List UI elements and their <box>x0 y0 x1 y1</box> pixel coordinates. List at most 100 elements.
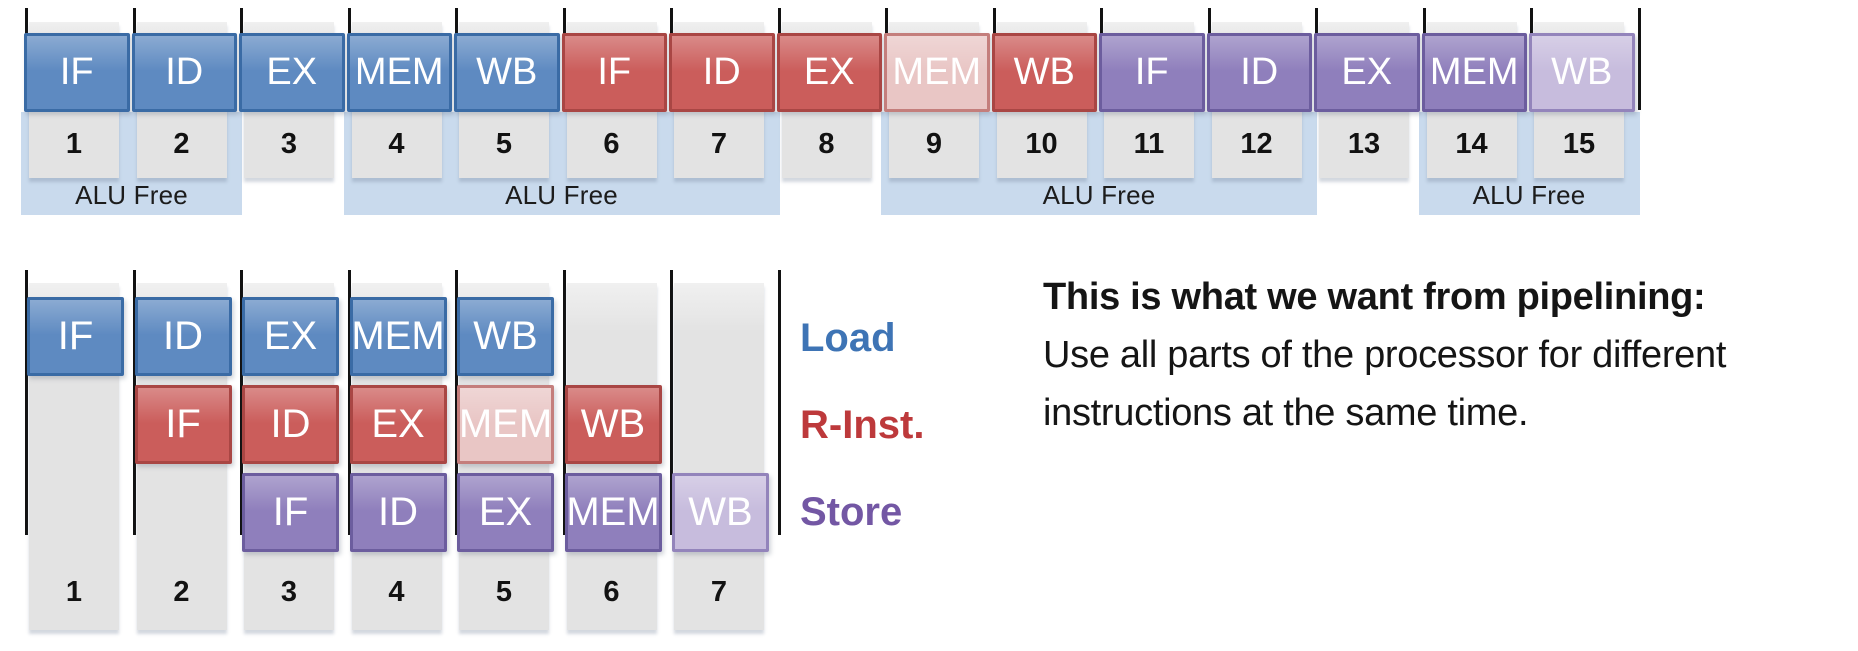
stage-box-wb: WB <box>564 385 662 464</box>
stage-box-mem: MEM <box>884 33 990 112</box>
stage-box-ex-text: EX <box>803 51 855 93</box>
stage-box-id-text: ID <box>702 51 741 93</box>
stage-box-ex-text: EX <box>1341 51 1393 93</box>
stage-box-wb: WB <box>454 33 560 112</box>
stage-box-if: IF <box>242 473 339 552</box>
stage-box-if-text: IF <box>59 51 94 93</box>
stage-box-mem: MEM <box>349 297 447 376</box>
instruction-label-store: Store <box>800 490 903 534</box>
stage-box-mem-text: MEM <box>1429 51 1519 93</box>
alu-free-label: ALU Free <box>75 179 188 210</box>
stage-box-ex: EX <box>239 33 345 112</box>
cycle-number: 15 <box>1562 127 1596 160</box>
cycle-number: 4 <box>388 575 405 608</box>
cycle-number: 7 <box>710 127 728 160</box>
cycle-number: 14 <box>1455 127 1488 160</box>
cycle-number: 12 <box>1240 127 1273 160</box>
cycle-number: 11 <box>1133 127 1165 160</box>
stage-box-if: IF <box>27 297 124 376</box>
stage-box-mem-text: MEM <box>892 51 982 93</box>
stage-box-wb: WB <box>991 33 1097 112</box>
stage-box-mem-text: MEM <box>354 51 444 93</box>
cycle-number: 2 <box>173 127 190 160</box>
stage-box-if: IF <box>134 385 232 464</box>
cycle-number: 10 <box>1025 127 1058 160</box>
cycle-boundary-line <box>670 270 673 535</box>
stage-box-if-text: IF <box>597 51 632 93</box>
stage-box-if-text: IF <box>57 314 94 358</box>
note-text-block: This is what we want from pipelining: Us… <box>1043 268 1726 442</box>
stage-box-wb-text: WB <box>1013 51 1075 93</box>
stage-box-mem: MEM <box>457 385 554 464</box>
stage-box-ex: EX <box>349 385 447 464</box>
stage-box-ex: EX <box>776 33 882 112</box>
stage-box-id-text: ID <box>165 51 204 93</box>
stage-box-wb-text: WB <box>476 51 538 93</box>
stage-box-ex-text: EX <box>266 51 318 93</box>
stage-box-mem: MEM <box>1421 33 1527 112</box>
cycle-number: 13 <box>1347 127 1381 160</box>
stage-box-if-text: IF <box>165 402 201 446</box>
cycle-number: 3 <box>280 575 298 608</box>
cycle-column <box>674 283 764 630</box>
cycle-number: 7 <box>710 575 728 608</box>
cycle-number: 5 <box>495 575 513 608</box>
stage-box-if-text: IF <box>1134 51 1169 93</box>
stage-box-id: ID <box>242 385 339 464</box>
stage-box-id-text: ID <box>163 314 203 358</box>
stage-box-wb-text: WB <box>473 314 538 358</box>
alu-free-label: ALU Free <box>1472 179 1586 210</box>
cycle-number: 6 <box>603 127 620 160</box>
alu-free-label: ALU Free <box>505 179 618 210</box>
stage-box-ex: EX <box>242 297 339 376</box>
cycle-number: 1 <box>65 575 83 608</box>
cycle-boundary-line <box>777 270 781 535</box>
note-body-line-2: instructions at the same time. <box>1043 392 1529 434</box>
instruction-label-rinst: R-Inst. <box>800 403 925 447</box>
cycle-boundary-line <box>347 270 351 535</box>
stage-box-id-text: ID <box>378 490 418 534</box>
alu-free-label: ALU Free <box>1042 179 1156 210</box>
stage-box-id: ID <box>1206 33 1312 112</box>
stage-box-if: IF <box>561 33 667 112</box>
stage-box-mem-text: MEM <box>566 490 660 534</box>
stage-box-id-text: ID <box>1240 51 1279 93</box>
stage-box-mem-text: MEM <box>351 314 445 358</box>
stage-box-id: ID <box>349 473 447 552</box>
cycle-number: 9 <box>925 127 943 160</box>
note-title: This is what we want from pipelining: <box>1043 276 1706 318</box>
stage-box-if: IF <box>1099 33 1205 112</box>
stage-box-if: IF <box>24 33 130 112</box>
cycle-boundary-line <box>25 270 28 535</box>
stage-box-mem: MEM <box>564 473 662 552</box>
stage-box-mem-text: MEM <box>458 402 553 446</box>
cycle-number: 3 <box>280 127 298 160</box>
cycle-boundary-line <box>132 270 136 535</box>
cycle-number: 4 <box>388 127 405 160</box>
stage-box-ex: EX <box>1314 33 1420 112</box>
stage-box-if-text: IF <box>272 490 309 534</box>
stage-box-id: ID <box>669 33 775 112</box>
cycle-boundary-tick <box>1637 8 1641 110</box>
stage-box-wb-text: WB <box>688 490 753 534</box>
cycle-boundary-line <box>455 270 458 535</box>
stage-box-ex-text: EX <box>478 490 533 534</box>
stage-box-wb: WB <box>672 473 769 552</box>
stage-box-ex-text: EX <box>263 314 318 358</box>
cycle-boundary-line <box>562 270 566 535</box>
cycle-number: 1 <box>65 127 83 160</box>
stage-box-wb: WB <box>1529 33 1635 112</box>
cycle-number: 8 <box>818 127 835 160</box>
cycle-number: 2 <box>173 575 190 608</box>
note-body-line-1: Use all parts of the processor for diffe… <box>1043 334 1727 376</box>
stage-box-wb: WB <box>457 297 554 376</box>
instruction-label-load: Load <box>800 316 896 360</box>
stage-box-ex-text: EX <box>371 402 425 446</box>
stage-box-wb-text: WB <box>1551 51 1613 93</box>
cycle-number: 5 <box>495 127 513 160</box>
stage-box-mem: MEM <box>346 33 452 112</box>
cycle-number: 6 <box>603 575 620 608</box>
stage-box-id: ID <box>134 297 232 376</box>
